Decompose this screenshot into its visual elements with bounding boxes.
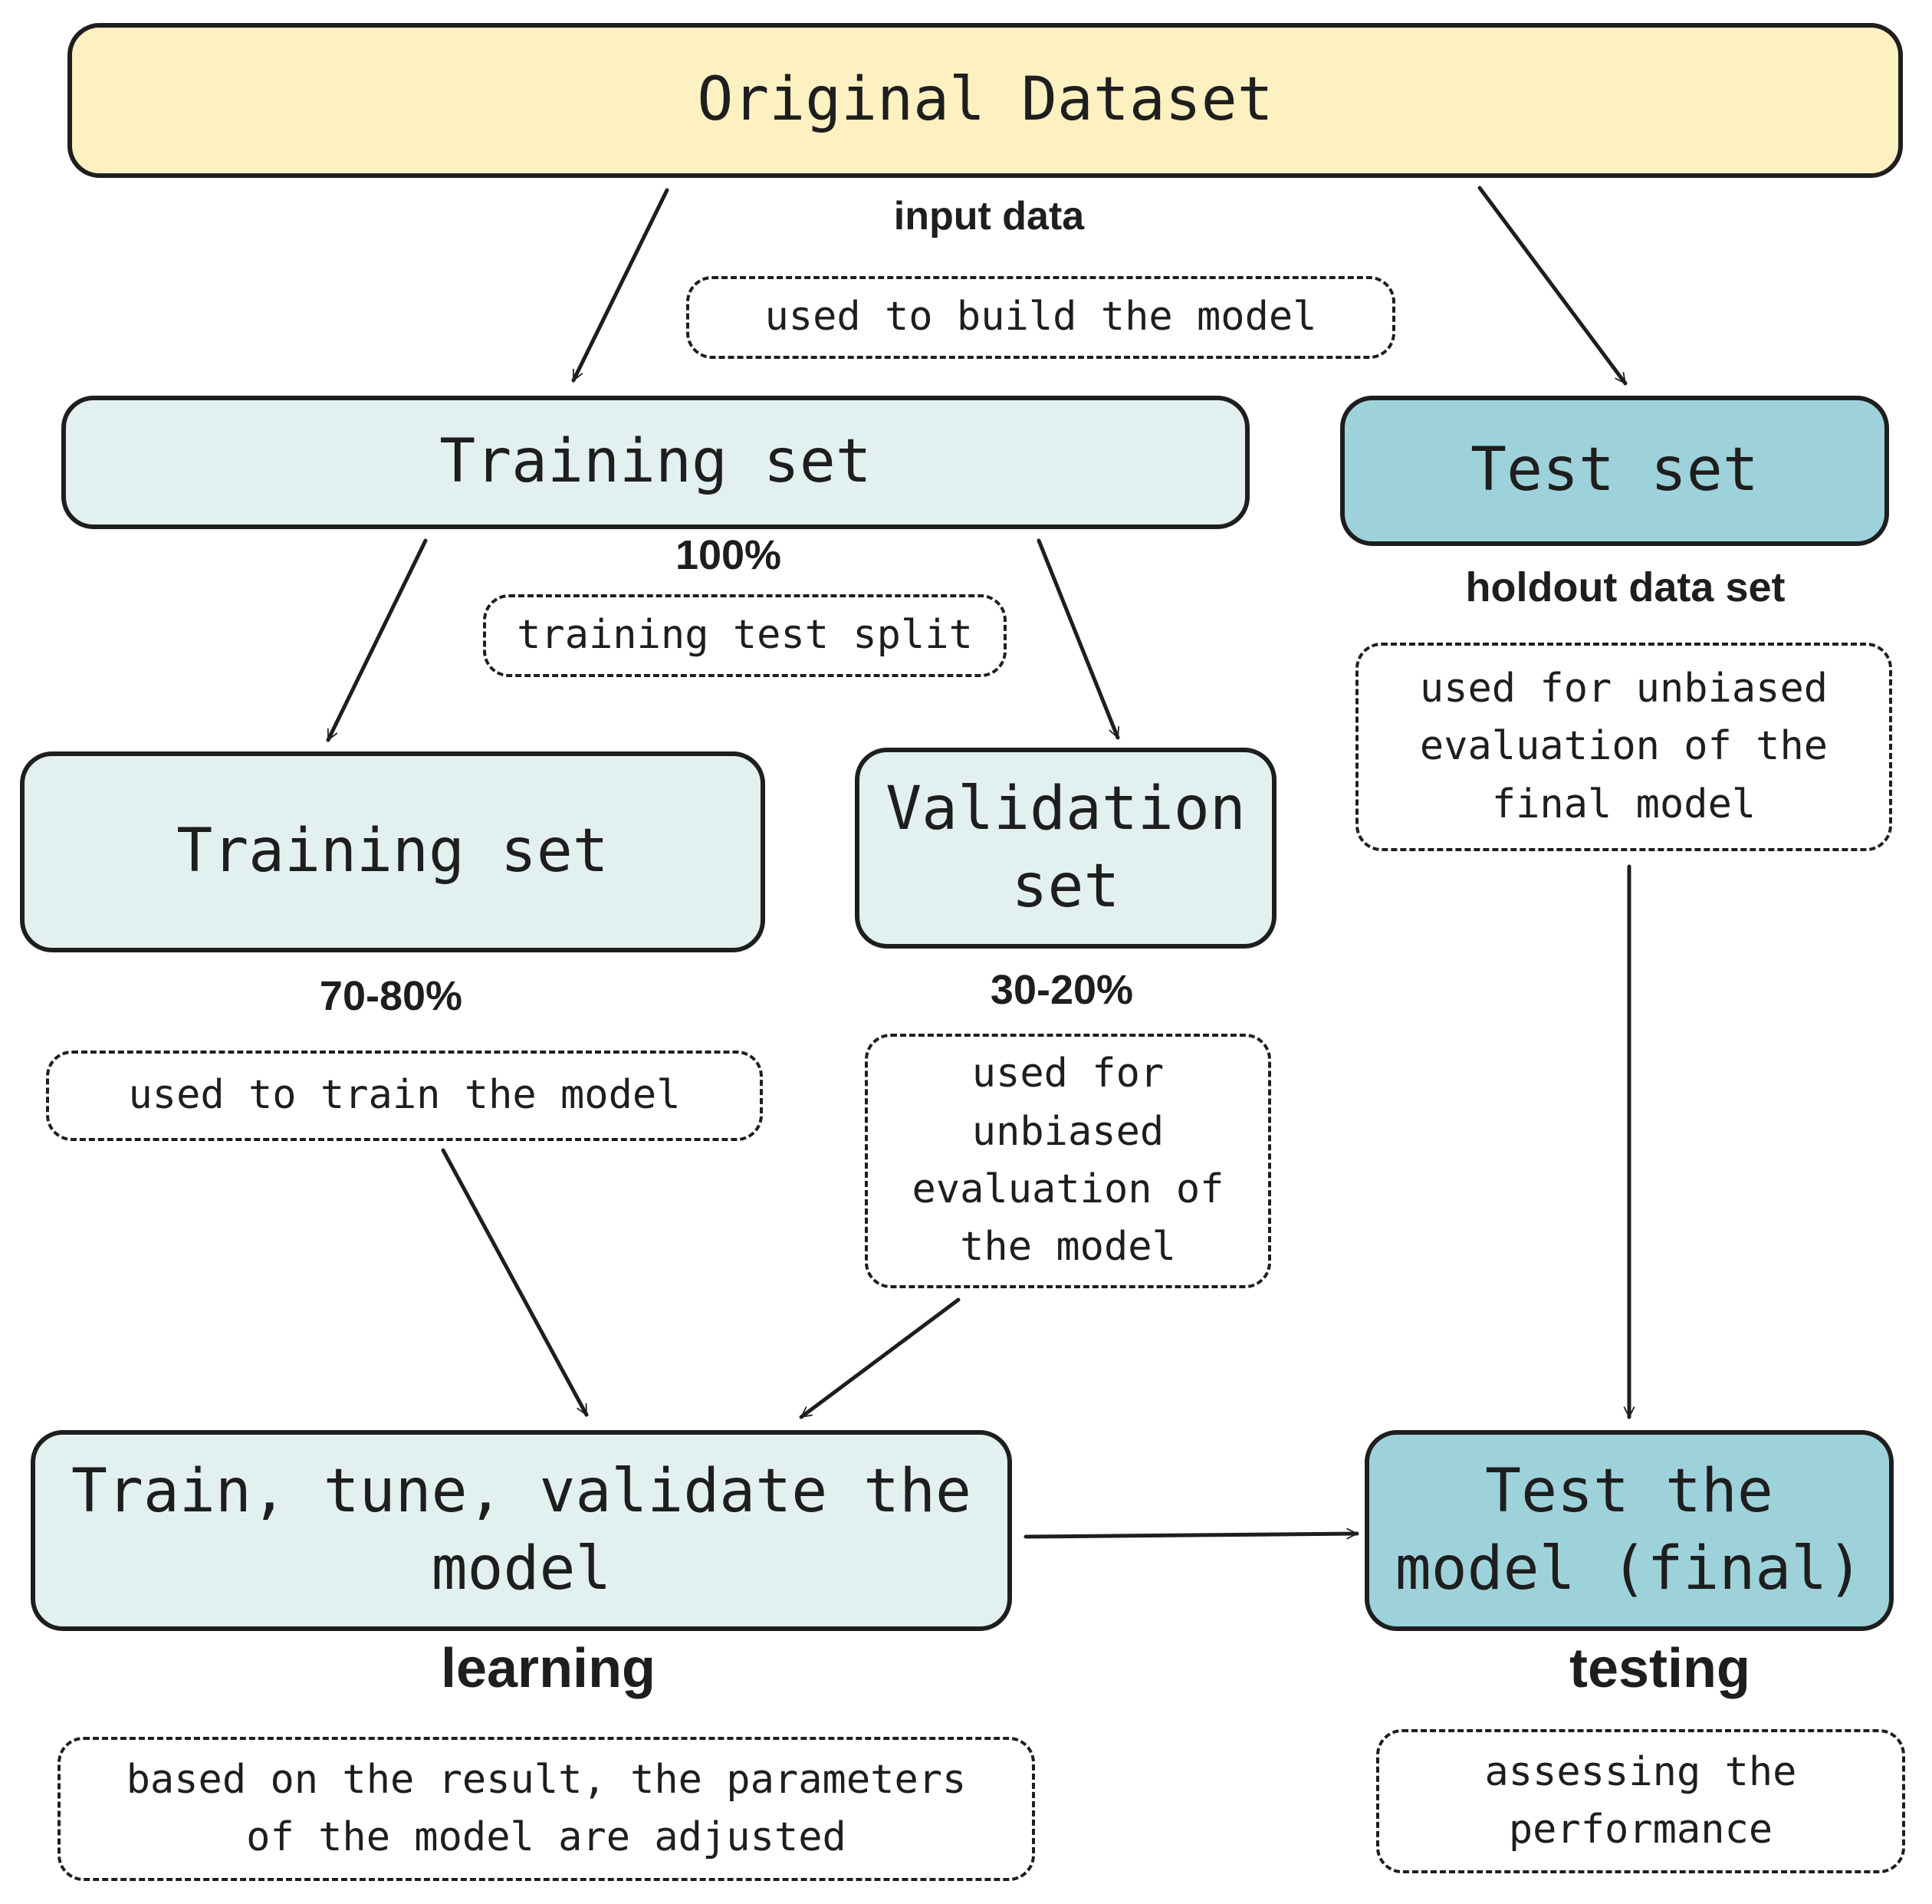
test-set-box: Test set	[1340, 396, 1889, 546]
train-model-note: used to train the model	[46, 1051, 763, 1141]
training-test-split-text: training test split	[517, 612, 973, 659]
parameters-adjusted-text: based on the result, the parameters of t…	[126, 1756, 967, 1860]
train-model-text: used to train the model	[128, 1072, 681, 1119]
percentage-30-20-label: 30-20%	[990, 967, 1134, 1013]
holdout-data-set-label: holdout data set	[1465, 564, 1786, 610]
percentage-100-label: 100%	[675, 532, 782, 578]
training-set-box-top: Training set	[61, 396, 1250, 529]
learning-label: learning	[440, 1638, 656, 1699]
build-model-text: used to build the model	[764, 294, 1317, 340]
test-model-final-box: Test the model (final)	[1365, 1430, 1894, 1631]
unbiased-model-evaluation-note: used for unbiased evaluation of the mode…	[865, 1034, 1271, 1288]
original-dataset-label: Original Dataset	[697, 65, 1273, 135]
build-model-note: used to build the model	[686, 276, 1395, 359]
assessing-performance-text: assessing the performance	[1484, 1748, 1797, 1853]
test-model-final-label: Test the model (final)	[1395, 1456, 1864, 1603]
assessing-performance-note: assessing the performance	[1376, 1729, 1905, 1873]
validation-set-label: Validation set	[886, 774, 1246, 921]
training-set-top-label: Training set	[439, 427, 872, 497]
arrow-dataset-to-training	[571, 188, 669, 383]
unbiased-final-evaluation-note: used for unbiased evaluation of the fina…	[1355, 643, 1892, 851]
original-dataset-box: Original Dataset	[67, 23, 1903, 178]
arrow-train-note-to-learning	[441, 1148, 589, 1417]
arrow-training-to-split-training	[326, 538, 428, 742]
input-data-label: input data	[893, 194, 1085, 238]
unbiased-final-evaluation-text: used for unbiased evaluation of the fina…	[1419, 665, 1829, 827]
arrow-dataset-to-test	[1477, 186, 1628, 386]
arrow-training-to-validation	[1037, 538, 1120, 740]
test-set-label: Test set	[1470, 436, 1759, 505]
training-set-split-label: Training set	[176, 817, 609, 886]
percentage-70-80-label: 70-80%	[319, 973, 463, 1019]
training-test-split-note: training test split	[483, 594, 1007, 677]
parameters-adjusted-note: based on the result, the parameters of t…	[58, 1737, 1035, 1881]
training-set-box-split: Training set	[20, 751, 765, 952]
testing-label: testing	[1569, 1638, 1750, 1699]
unbiased-model-evaluation-text: used for unbiased evaluation of the mode…	[912, 1051, 1224, 1271]
train-tune-validate-box: Train, tune, validate the model	[31, 1430, 1012, 1631]
arrow-learning-to-testing	[1024, 1527, 1359, 1540]
arrow-validation-note-to-learning	[799, 1297, 961, 1419]
train-tune-validate-label: Train, tune, validate the model	[71, 1456, 971, 1603]
validation-set-box: Validation set	[855, 748, 1276, 949]
